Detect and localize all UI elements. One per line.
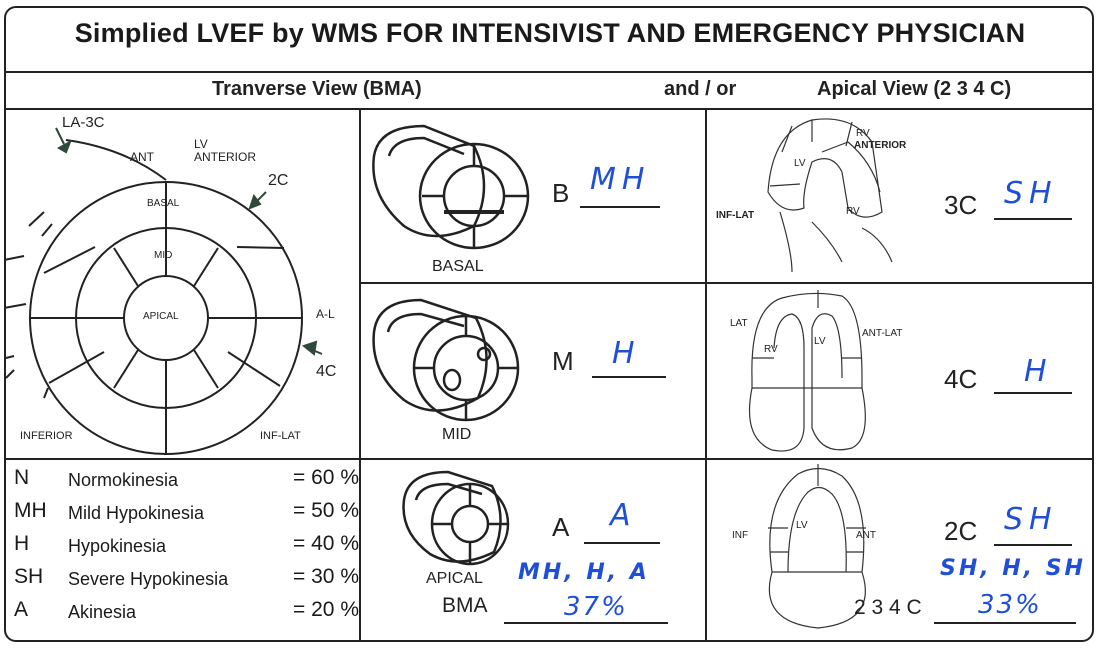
label-lv-anterior: ANTERIOR — [194, 150, 257, 164]
label-2c: 2C — [268, 172, 289, 189]
divider-row1 — [360, 282, 1093, 284]
legend-abbr: H — [14, 532, 30, 555]
legend-value: = 20 % — [293, 598, 359, 621]
basal-caption: BASAL — [432, 258, 484, 275]
legend-row-h: H Hypokinesia = 40 % — [14, 532, 359, 564]
234c-underline — [934, 622, 1076, 624]
4c-label: 4C — [944, 364, 978, 394]
basal-heart-diagram — [372, 124, 530, 250]
apical-2c-diagram — [768, 464, 866, 629]
legend-value: = 60 % — [293, 466, 359, 489]
mid-underline — [592, 376, 666, 378]
legend-row-a: A Akinesia = 20 % — [14, 598, 359, 630]
3c-label: 3C — [944, 190, 978, 220]
apical-score: A — [610, 498, 637, 533]
legend-name: Normokinesia — [68, 470, 179, 490]
header-apical: Apical View (2 3 4 C) — [817, 78, 1012, 100]
2c-ant: ANT — [856, 530, 876, 541]
legend-name: Hypokinesia — [68, 536, 167, 556]
apical-underline — [584, 542, 660, 544]
2c-underline — [994, 544, 1072, 546]
mid-letter: M — [552, 346, 574, 376]
3c-underline — [994, 218, 1072, 220]
legend-row-n: N Normokinesia = 60 % — [14, 466, 359, 498]
apical-4c-diagram — [748, 290, 866, 452]
mid-score: H — [612, 336, 641, 371]
basal-letter: B — [552, 178, 570, 208]
4c-rv: RV — [764, 344, 778, 355]
legend-abbr: N — [14, 466, 30, 489]
basal-underline — [580, 206, 660, 208]
234c-value: 33% — [978, 590, 1042, 620]
header-transverse: Tranverse View (BMA) — [212, 78, 422, 100]
legend-abbr: MH — [14, 499, 47, 522]
apical-letter: A — [552, 512, 570, 542]
3c-inf-lat: INF-LAT — [716, 210, 755, 221]
mid-caption: MID — [442, 426, 472, 443]
label-inf-lat: INF-LAT — [260, 430, 301, 442]
label-la3c: LA-3C — [62, 114, 105, 131]
legend-row-sh: SH Severe Hypokinesia = 30 % — [14, 565, 359, 597]
divider-col1 — [359, 108, 361, 640]
label-mid: MID — [154, 250, 173, 261]
document-frame — [4, 6, 1094, 642]
4c-ant-lat: ANT-LAT — [862, 328, 903, 339]
legend-name: Mild Hypokinesia — [68, 503, 205, 523]
apical-caption: APICAL — [426, 570, 483, 587]
divider-row2 — [5, 458, 1093, 460]
legend-value: = 50 % — [293, 499, 359, 522]
legend-row-mh: MH Mild Hypokinesia = 50 % — [14, 499, 359, 531]
4c-lv: LV — [814, 336, 826, 347]
3c-lv: LV — [794, 158, 806, 169]
bma-underline — [504, 622, 668, 624]
label-apical: APICAL — [143, 311, 179, 322]
bma-scores: MH, H, A — [518, 560, 650, 585]
apical-3c-diagram — [767, 118, 893, 273]
bullseye-diagram — [4, 127, 323, 455]
legend-value: = 30 % — [293, 565, 359, 588]
divider-col2 — [705, 108, 707, 640]
4c-underline — [994, 392, 1072, 394]
mid-heart-diagram — [372, 298, 520, 422]
basal-score: MH — [590, 162, 651, 197]
234c-label: 2 3 4 C — [854, 596, 922, 619]
label-inferior: INFERIOR — [20, 430, 73, 442]
page-title: Simplied LVEF by WMS FOR INTENSIVIST AND… — [74, 18, 1026, 48]
label-ant: ANT — [130, 150, 154, 164]
divider-title — [5, 71, 1093, 73]
3c-anterior: ANTERIOR — [854, 140, 907, 151]
legend-abbr: SH — [14, 565, 44, 588]
4c-lat: LAT — [730, 318, 748, 329]
divider-header — [5, 108, 1093, 110]
label-al: A-L — [316, 307, 335, 321]
2c-label: 2C — [944, 516, 978, 546]
bma-label: BMA — [442, 594, 488, 617]
legend-name: Akinesia — [68, 602, 137, 622]
legend-name: Severe Hypokinesia — [68, 569, 229, 589]
2c-lv: LV — [796, 520, 808, 531]
234c-scores: SH, H, SH — [940, 556, 1086, 581]
legend-abbr: A — [14, 598, 29, 621]
3c-score: SH — [1004, 176, 1058, 211]
3c-rv: RV — [846, 206, 860, 217]
2c-score: SH — [1004, 502, 1058, 537]
label-lv: LV — [194, 137, 208, 151]
header-andor: and / or — [664, 78, 737, 100]
legend-value: = 40 % — [293, 532, 359, 555]
3c-rv-ant: RV — [856, 128, 870, 139]
2c-inf: INF — [732, 530, 749, 541]
label-4c: 4C — [316, 363, 337, 380]
label-basal: BASAL — [147, 198, 180, 209]
4c-score: H — [1024, 354, 1053, 389]
apical-heart-diagram — [402, 470, 510, 566]
bma-value: 37% — [564, 592, 628, 622]
